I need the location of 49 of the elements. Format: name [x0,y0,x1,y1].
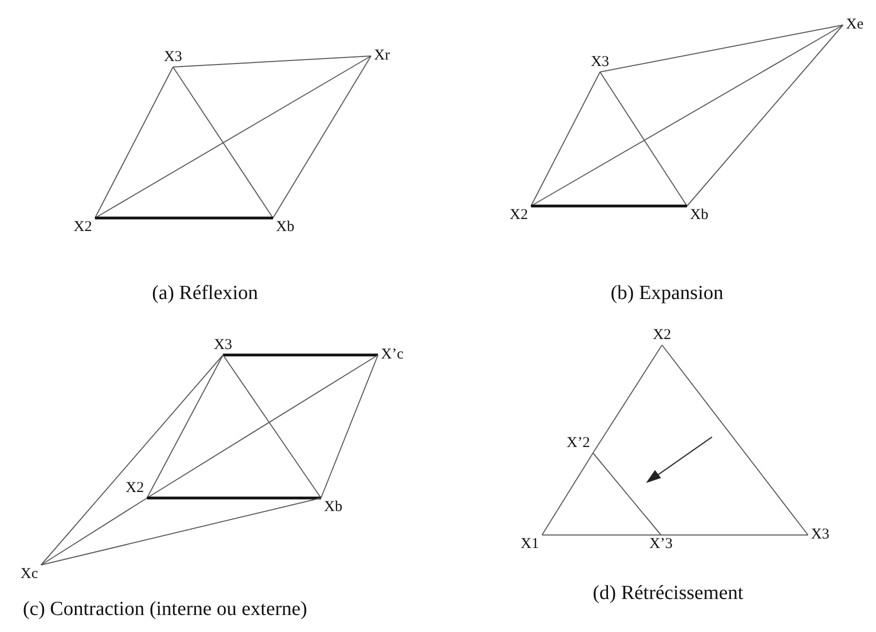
simplex-edge [542,452,594,536]
vertex-label: X3 [808,526,832,544]
simplex-edge [530,24,844,206]
vertex-label: X3 [160,48,186,67]
simplex-edge [530,72,600,206]
simplex-edge [146,354,378,498]
panel-caption: (c) Contraction (interne ou externe) [22,598,308,621]
simplex-edge [660,534,808,536]
vertex-label: Xb [321,498,346,517]
vertex-label: X2 [506,206,531,225]
panel-caption: (b) Expansion [610,282,724,305]
simplex-edge [662,344,808,536]
vertex-label: Xb [273,218,298,237]
simplex-edge [592,452,662,536]
vertex-label: X2 [122,479,147,498]
simplex-edge [40,498,322,566]
vertex-label: Xe [843,16,866,34]
vertex-label: X’c [378,346,406,364]
simplex-edge [172,66,274,218]
vertex-label: X2 [650,326,674,345]
simplex-edge [592,344,662,454]
vertex-label: X3 [588,53,612,72]
vertex-label: X’2 [564,434,593,453]
simplex-edge [172,56,372,68]
vertex-label: X1 [518,535,542,554]
panel-caption: (d) Rétrécissement [592,582,744,605]
simplex-edge [94,66,174,218]
simplex-edge [146,354,224,498]
simplex-edge [40,498,148,566]
simplex-edge [222,354,322,498]
simplex-edge [542,534,662,536]
simplex-edge [147,496,321,500]
simplex-edge [95,216,273,220]
simplex-edge [94,56,372,218]
vertex-label: Xr [371,46,393,66]
simplex-edge [686,24,844,206]
panel-caption: (a) Réflexion [152,282,258,305]
vertex-label: X’3 [646,535,676,554]
simplex-edge [272,56,372,218]
simplex-edge [320,354,378,498]
vertex-label: X3 [210,336,236,355]
vertex-label: Xb [687,206,712,225]
simplex-edge [600,72,688,206]
simplex-edge [40,354,224,566]
vertex-label: Xc [18,565,41,584]
simplex-edge [600,24,844,72]
vertex-label: X2 [70,218,95,237]
simplex-edge [223,354,378,356]
simplex-edge [531,204,687,208]
